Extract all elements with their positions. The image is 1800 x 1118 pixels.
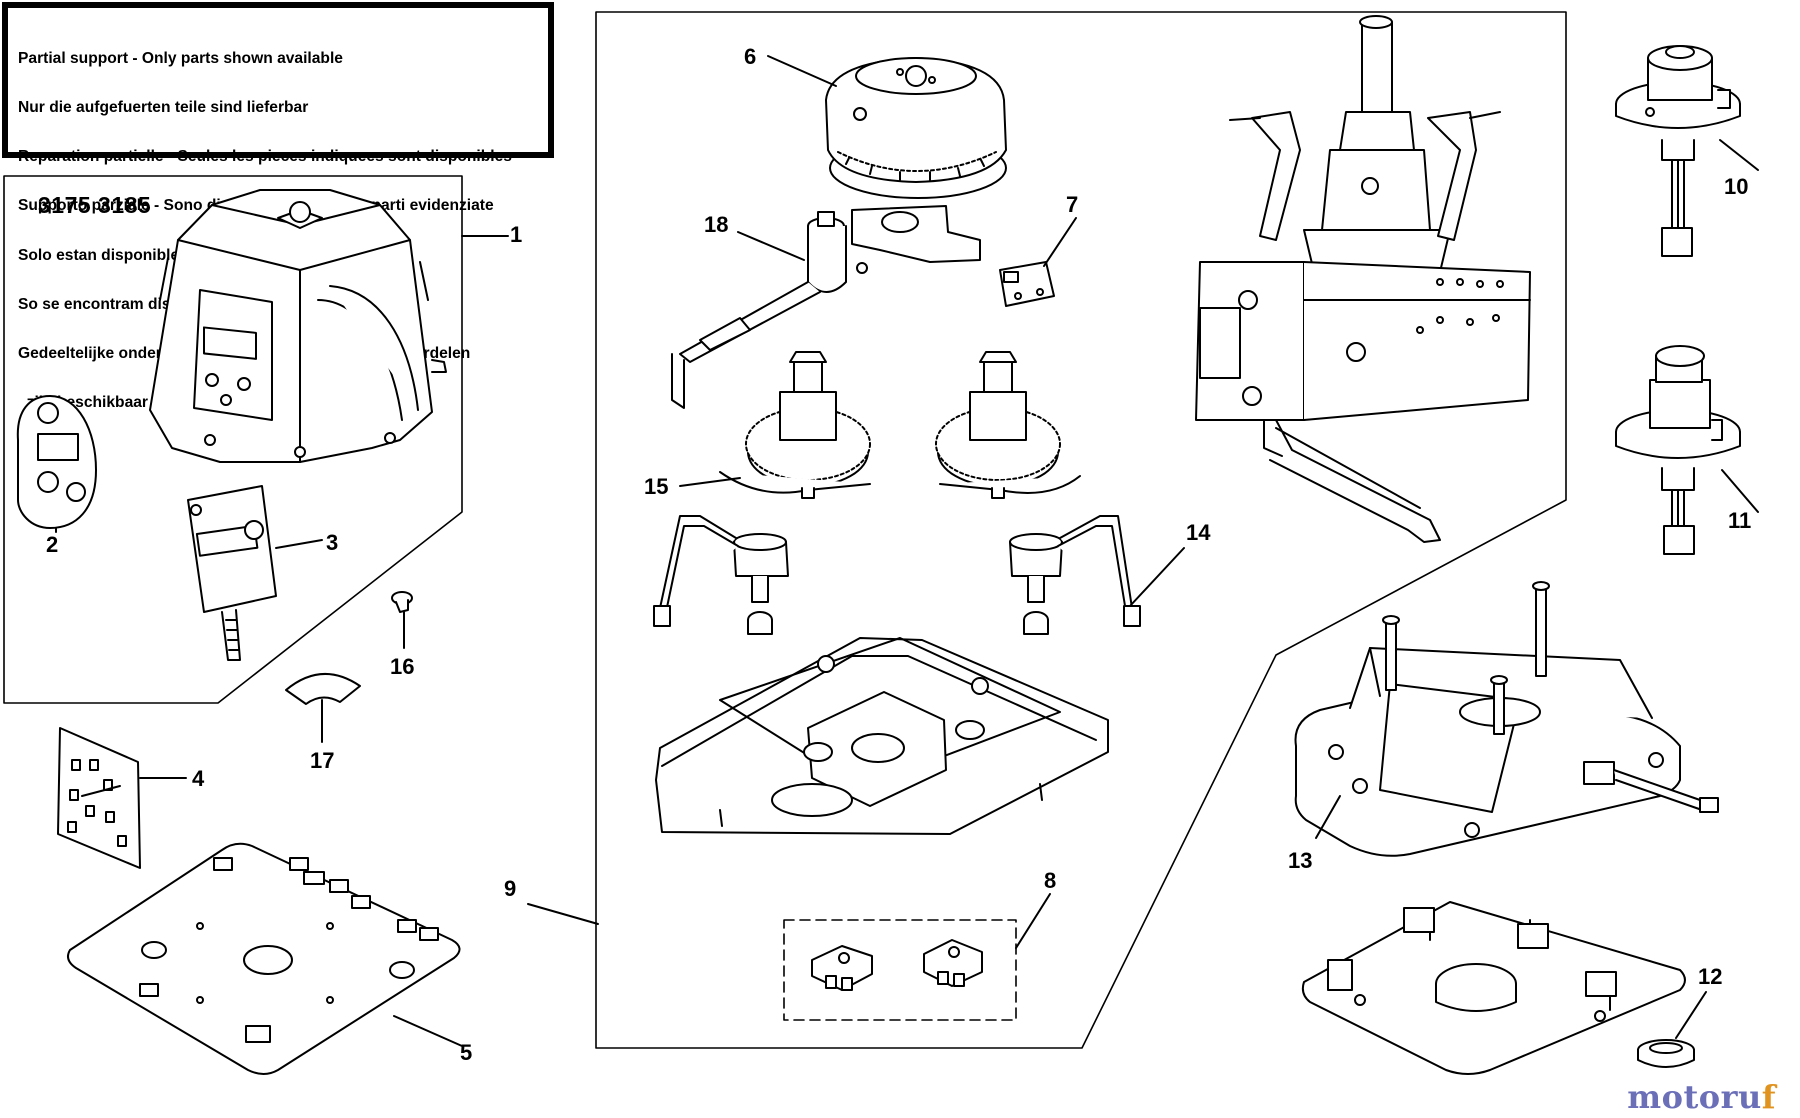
base-housing-part: [1294, 581, 1719, 857]
leader-14: [1129, 547, 1185, 607]
watermark-brand: motoru: [1627, 1078, 1762, 1116]
leader-18: [737, 231, 805, 261]
housing-group-frame: [3, 175, 463, 704]
motor-right-part: [1009, 515, 1141, 635]
callout-12: 12: [1698, 964, 1722, 989]
small-module-part: [999, 261, 1055, 307]
part-8-dashed-box: [783, 919, 1017, 1021]
leader-9: [527, 903, 599, 925]
ring-part: [1637, 1039, 1695, 1068]
leader-10: [1719, 139, 1759, 171]
callout-10: 10: [1724, 174, 1748, 199]
leader-13: [1315, 795, 1341, 839]
callout-6: 6: [744, 44, 756, 69]
model-numbers: 3175 3185: [38, 192, 152, 218]
window-part: [285, 673, 361, 705]
plug-part: [391, 591, 413, 613]
callout-7: 7: [1066, 192, 1078, 217]
callout-2: 2: [46, 532, 58, 557]
leader-15: [679, 477, 741, 487]
leader-6: [767, 55, 837, 87]
display-board-part: [187, 485, 277, 661]
keypad-overlay-part: [16, 395, 97, 529]
callout-18: 18: [704, 212, 728, 237]
callout-11: 11: [1728, 508, 1751, 533]
gear-assembly-right-part: [935, 351, 1081, 499]
housing-part: [149, 189, 447, 463]
head-cap-part: [825, 57, 1007, 199]
rotor-assembly-top-part: [1615, 45, 1741, 257]
callout-13: 13: [1288, 848, 1312, 873]
callout-16: 16: [390, 654, 414, 679]
leader-12: [1675, 991, 1707, 1039]
chassis-group-frame: [595, 11, 1567, 1049]
notice-line-fr: Reparation partielle - Seules les pieces…: [18, 148, 512, 166]
callout-17: 17: [310, 748, 334, 773]
chassis-base-plate: [655, 637, 1109, 835]
chassis-frame-part: [1195, 15, 1531, 543]
callout-15: 15: [644, 474, 668, 499]
small-boards-part: [811, 939, 983, 991]
leader-8: [1015, 893, 1051, 949]
callout-4: 4: [192, 766, 205, 791]
callout-14: 14: [1186, 520, 1211, 545]
leader-11: [1721, 469, 1759, 513]
callout-8: 8: [1044, 868, 1056, 893]
motor-left-part: [653, 515, 789, 635]
callout-1: 1: [510, 222, 522, 247]
watermark-logo: motoruf: [1627, 1078, 1776, 1116]
watermark-accent: f: [1761, 1078, 1776, 1116]
motor-arm-part: [671, 205, 981, 409]
callout-9: 9: [504, 876, 516, 901]
notice-line-de: Nur die aufgefuerten teile sind lieferba…: [18, 99, 309, 117]
notice-line-en: Partial support - Only parts shown avail…: [18, 49, 343, 67]
gear-assembly-left-part: [719, 351, 871, 499]
main-pcb-plate-part: [67, 842, 461, 1075]
leader-7: [1043, 217, 1077, 267]
leader-3: [275, 539, 323, 549]
callout-5: 5: [460, 1040, 472, 1065]
leader-5: [393, 1015, 463, 1047]
small-pcb-part: [57, 727, 141, 869]
rotor-assembly-bottom-part: [1615, 345, 1741, 555]
callout-3: 3: [326, 530, 338, 555]
base-lower-frame-part: [1301, 901, 1686, 1075]
